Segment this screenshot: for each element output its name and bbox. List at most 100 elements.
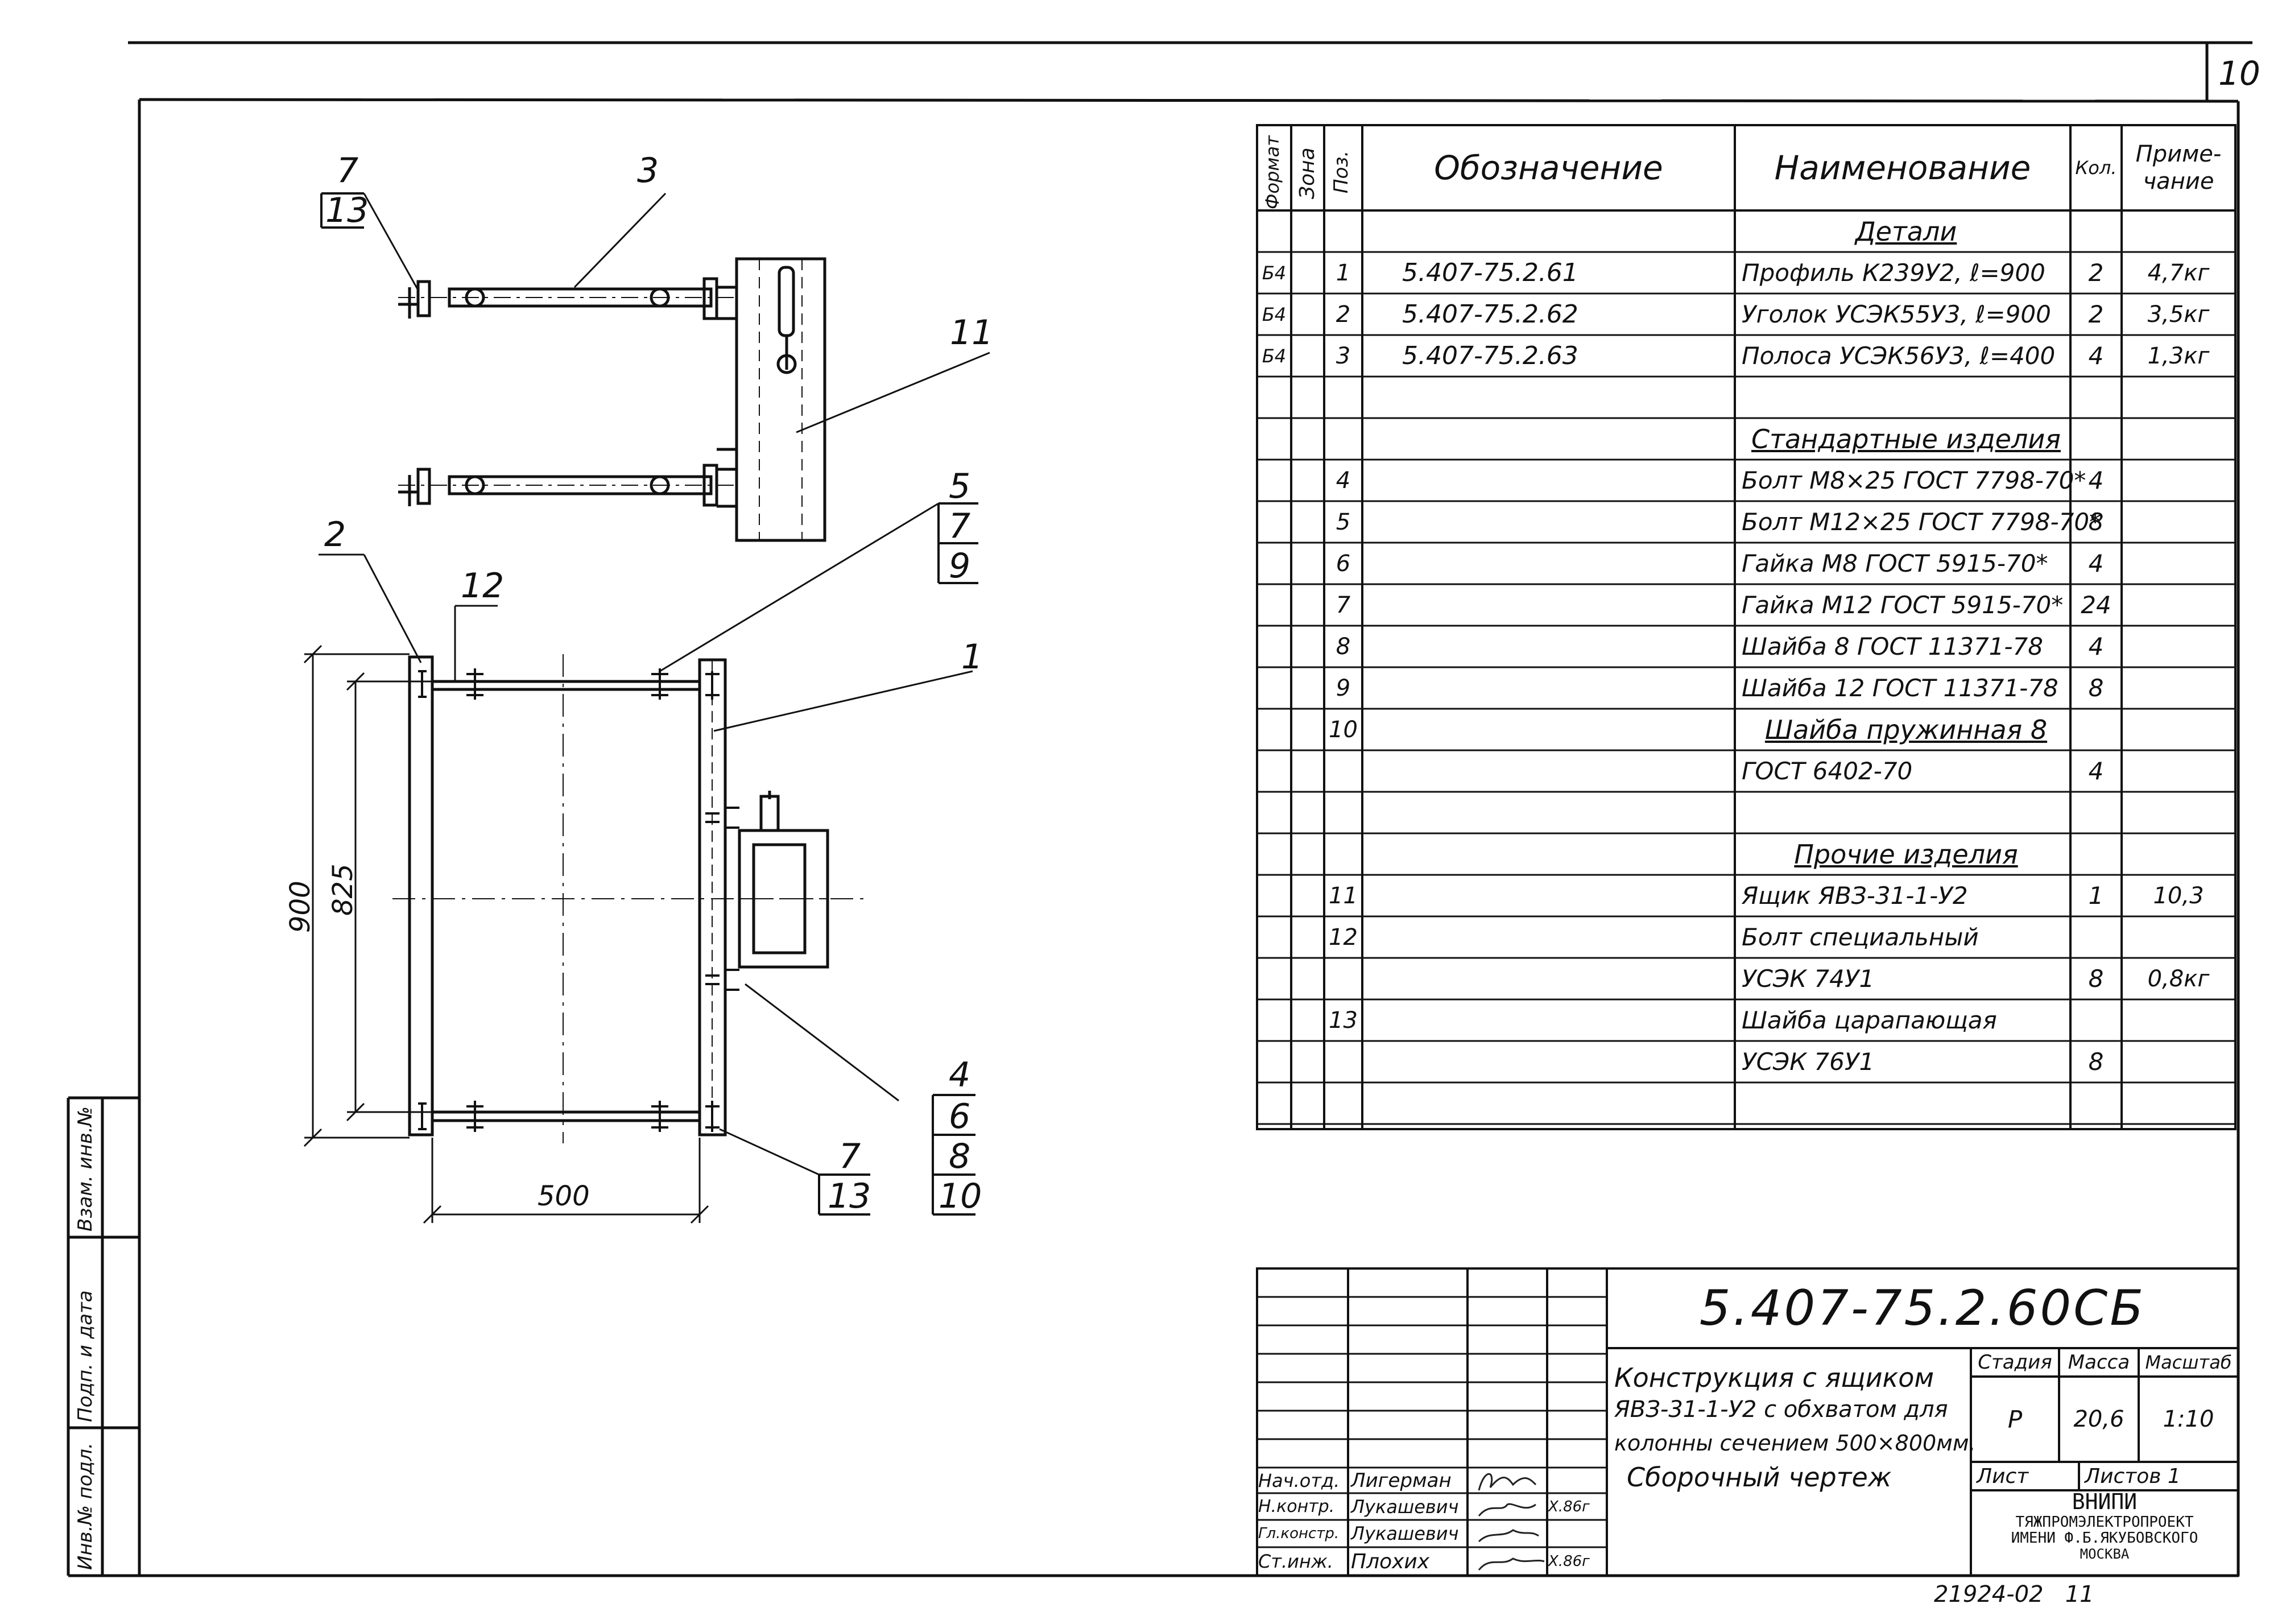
header-format: Формат <box>1262 135 1283 209</box>
spec-cell-name: Болт М8×25 ГОСТ 7798-70* <box>1742 466 2086 494</box>
spec-cell-pos: 12 <box>1329 924 1358 951</box>
spec-cell-qty <box>2070 833 2122 875</box>
spec-cell-pos <box>1324 377 1362 418</box>
spec-cell-name: Прочие изделия <box>1794 838 2018 870</box>
spec-cell-pos: 3 <box>1336 342 1351 369</box>
label-8: 8 <box>949 1137 971 1176</box>
spec-cell-name: УСЭК 74У1 <box>1742 965 1875 993</box>
title-line-3: колонны сечением 500×800мм. <box>1614 1431 1976 1456</box>
scale-label: Масштаб <box>2145 1352 2232 1373</box>
spec-cell-qty <box>2070 792 2122 833</box>
spec-cell-format: Б4 <box>1262 303 1287 325</box>
spec-cell-format <box>1257 1082 1291 1124</box>
plan-view <box>321 192 990 542</box>
spec-cell-format <box>1257 543 1291 584</box>
spec-cell-designation <box>1402 709 1735 750</box>
spec-cell-name: Ящик ЯВЗ-31-1-У2 <box>1742 882 1968 910</box>
spec-cell-designation <box>1402 1082 1735 1124</box>
header-designation: Обозначение <box>1434 148 1663 187</box>
spec-cell-designation <box>1402 543 1735 584</box>
stage-value: Р <box>2007 1405 2023 1433</box>
label-b-7: 7 <box>839 1137 861 1176</box>
signer-name-3: Лукашевич <box>1351 1523 1459 1544</box>
spec-cell-name: Шайба царапающая <box>1742 1006 1997 1034</box>
spec-cell-format <box>1257 833 1291 875</box>
spec-cell-note <box>2122 501 2235 543</box>
spec-cell-note <box>2122 750 2235 792</box>
spec-cell-name: Болт специальный <box>1742 923 1979 951</box>
spec-cell-designation <box>1402 501 1735 543</box>
title-line-4: Сборочный чертеж <box>1627 1462 1892 1493</box>
spec-cell-note: 10,3 <box>2153 882 2204 909</box>
header-qty: Кол. <box>2075 157 2117 179</box>
spec-cell-note <box>2122 1041 2235 1082</box>
spec-cell-note <box>2122 792 2235 833</box>
spec-cell-note <box>2122 210 2235 252</box>
spec-cell-qty: 4 <box>2088 757 2104 785</box>
spec-cell-pos <box>1324 210 1362 252</box>
label-1: 1 <box>961 637 983 677</box>
label-top-13: 13 <box>325 191 369 230</box>
spec-cell-format: Б4 <box>1262 345 1287 367</box>
spec-cell-format: Б4 <box>1262 262 1287 284</box>
spec-cell-name: Профиль К239У2, ℓ=900 <box>1742 259 2045 287</box>
spec-cell-format <box>1257 460 1291 501</box>
dimension-825: 825 <box>327 863 359 916</box>
spec-cell-name <box>1742 377 2070 418</box>
spec-cell-note <box>2122 377 2235 418</box>
spec-cell-note <box>2122 626 2235 667</box>
spec-cell-qty <box>2070 210 2122 252</box>
spec-cell-designation <box>1402 667 1735 709</box>
spec-cell-format <box>1257 958 1291 999</box>
spec-cell-designation <box>1402 750 1735 792</box>
spec-cell-note <box>2122 667 2235 709</box>
signer-role-1: Нач.отд. <box>1258 1469 1340 1491</box>
signer-date-2: Х.86г <box>1548 1498 1590 1515</box>
spec-cell-pos: 2 <box>1336 301 1351 328</box>
title-line-2: ЯВЗ-31-1-У2 с обхватом для <box>1614 1396 1948 1423</box>
stamp-vzam-inv: Взам. инв.№ <box>74 1106 97 1232</box>
label-top-11: 11 <box>950 313 994 353</box>
spec-cell-note <box>2122 418 2235 460</box>
signer-name-2: Лукашевич <box>1351 1495 1459 1518</box>
spec-cell-pos: 9 <box>1336 675 1351 701</box>
spec-cell-designation <box>1402 958 1735 999</box>
spec-cell-qty <box>2070 1082 2122 1124</box>
spec-cell-name: Гайка М8 ГОСТ 5915-70* <box>1742 549 2048 577</box>
spec-cell-format <box>1257 1041 1291 1082</box>
spec-cell-name: Полоса УСЭК56У3, ℓ=400 <box>1742 342 2056 370</box>
spec-cell-format <box>1257 210 1291 252</box>
spec-cell-name: Болт М12×25 ГОСТ 7798-70* <box>1742 508 2102 536</box>
label-6: 6 <box>949 1097 971 1137</box>
spec-cell-note <box>2122 709 2235 750</box>
spec-cell-designation <box>1402 875 1735 916</box>
spec-cell-format <box>1257 916 1291 958</box>
org-line-2: ТЯЖПРОМЭЛЕКТРОПРОЕКТ <box>2015 1513 2194 1531</box>
header-zone: Зона <box>1296 147 1319 199</box>
spec-cell-name: Детали <box>1855 216 1957 247</box>
spec-cell-designation <box>1402 792 1735 833</box>
org-line-4: МОСКВА <box>2080 1546 2130 1562</box>
spec-cell-qty: 8 <box>2088 508 2104 536</box>
signer-name-4: Плохих <box>1351 1549 1430 1573</box>
spec-cell-pos: 5 <box>1336 509 1351 535</box>
spec-cell-name: Шайба 12 ГОСТ 11371-78 <box>1742 674 2058 702</box>
sheet-number: 10 <box>2218 54 2260 93</box>
spec-cell-pos: 6 <box>1336 550 1351 577</box>
signer-role-3: Гл.констр. <box>1258 1525 1340 1542</box>
spec-cell-name: Стандартные изделия <box>1751 423 2061 454</box>
label-9: 9 <box>949 546 971 586</box>
spec-cell-format <box>1257 377 1291 418</box>
spec-cell-qty: 2 <box>2088 300 2104 328</box>
spec-cell-qty <box>2070 709 2122 750</box>
spec-cell-format <box>1257 667 1291 709</box>
spec-cell-note: 1,3кг <box>2147 342 2210 369</box>
spec-cell-pos <box>1324 1041 1362 1082</box>
header-pos: Поз. <box>1330 150 1353 193</box>
spec-cell-name <box>1742 792 2070 833</box>
doc-code: 5.407-75.2.60СБ <box>1699 1280 2146 1337</box>
header-name: Наименование <box>1774 148 2031 187</box>
spec-cell-qty <box>2070 999 2122 1041</box>
label-10: 10 <box>939 1176 982 1216</box>
